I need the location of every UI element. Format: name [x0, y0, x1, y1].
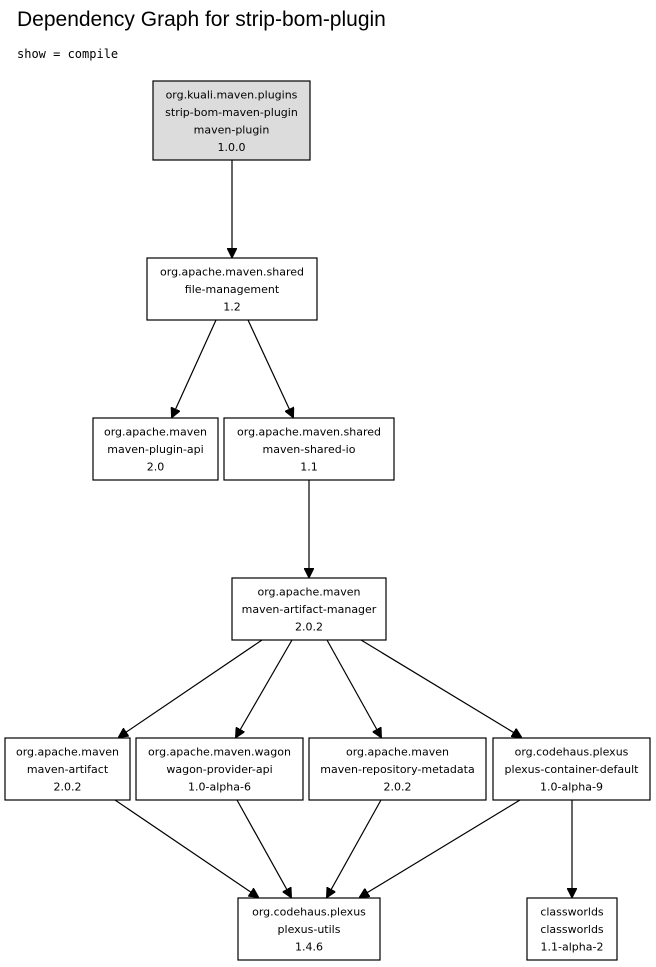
node-label-line: 2.0 [147, 461, 165, 474]
node-label-line: org.apache.maven.shared [237, 426, 381, 439]
node-label-line: org.codehaus.plexus [252, 906, 366, 919]
node-label-line: org.apache.maven [16, 746, 119, 759]
node-label-line: maven-plugin [194, 123, 270, 136]
scope-filter-label: show = compile [17, 47, 119, 61]
edge-plexus-container-default-to-plexus-utils [360, 799, 521, 897]
node-plexus-utils[interactable]: org.codehaus.plexus plexus-utils 1.4.6 [237, 897, 381, 961]
node-label-line: 1.1-alpha-2 [541, 941, 604, 954]
node-label-line: 1.0-alpha-6 [188, 781, 251, 794]
node-box [492, 737, 651, 801]
node-label-line: org.apache.maven.shared [160, 266, 304, 279]
node-label-line: maven-repository-metadata [320, 763, 474, 776]
node-box [231, 577, 387, 641]
node-plexus-container-default[interactable]: org.codehaus.plexus plexus-container-defa… [492, 737, 651, 801]
node-maven-shared-io[interactable]: org.apache.maven.shared maven-shared-io 1.… [223, 417, 395, 481]
edge-maven-artifact-to-plexus-utils [114, 799, 258, 897]
node-label-line: 1.2 [223, 301, 241, 314]
node-wagon-provider-api[interactable]: org.apache.maven.wagon wagon-provider-api… [135, 737, 304, 801]
node-classworlds[interactable]: classworlds classworlds 1.1-alpha-2 [526, 897, 618, 961]
node-label-line: 1.4.6 [295, 941, 323, 954]
node-box [135, 737, 304, 801]
node-label-line: strip-bom-maven-plugin [165, 106, 298, 119]
node-label-line: classworlds [540, 906, 604, 919]
node-label-line: 1.1 [300, 461, 318, 474]
node-label-line: file-management [185, 283, 280, 296]
node-box [92, 417, 219, 481]
node-box [237, 897, 381, 961]
edge-maven-artifact-manager-to-maven-repository-metadata [326, 639, 381, 737]
node-box [308, 737, 487, 801]
edge-file-management-to-maven-plugin-api [172, 319, 217, 417]
node-label-line: org.apache.maven [346, 746, 449, 759]
edge-maven-artifact-manager-to-plexus-container-default [360, 639, 521, 737]
node-label-line: 1.0.0 [218, 141, 246, 154]
node-maven-plugin-api[interactable]: org.apache.maven maven-plugin-api 2.0 [92, 417, 219, 481]
node-box [146, 257, 318, 321]
node-label-line: org.kuali.maven.plugins [166, 88, 298, 101]
node-label-line: maven-artifact-manager [242, 603, 377, 616]
node-label-line: 2.0.2 [384, 781, 412, 794]
node-box [223, 417, 395, 481]
node-label-line: org.apache.maven [258, 586, 361, 599]
node-box [526, 897, 618, 961]
edge-wagon-provider-api-to-plexus-utils [236, 799, 291, 897]
node-label-line: maven-shared-io [263, 443, 356, 456]
edge-file-management-to-maven-shared-io [247, 319, 293, 417]
node-file-management[interactable]: org.apache.maven.shared file-management 1.… [146, 257, 318, 321]
edge-maven-artifact-manager-to-maven-artifact [119, 639, 263, 737]
node-label-line: 1.0-alpha-9 [540, 781, 603, 794]
node-box [152, 80, 311, 161]
edge-maven-artifact-manager-to-wagon-provider-api [236, 639, 293, 737]
node-label-line: maven-artifact [27, 763, 109, 776]
page-title: Dependency Graph for strip-bom-plugin [17, 8, 386, 31]
edge-maven-repository-metadata-to-plexus-utils [327, 799, 382, 897]
nodes-layer: org.kuali.maven.plugins strip-bom-maven-p… [4, 80, 651, 961]
node-label-line: classworlds [540, 923, 604, 936]
node-label-line: org.codehaus.plexus [515, 746, 629, 759]
node-label-line: org.apache.maven.wagon [148, 746, 291, 759]
edges-layer [114, 160, 572, 897]
node-label-line: plexus-container-default [505, 763, 640, 776]
node-maven-artifact[interactable]: org.apache.maven maven-artifact 2.0.2 [4, 737, 131, 801]
node-label-line: 2.0.2 [295, 621, 323, 634]
node-label-line: wagon-provider-api [166, 763, 272, 776]
node-maven-repository-metadata[interactable]: org.apache.maven maven-repository-metadat… [308, 737, 487, 801]
node-box [4, 737, 131, 801]
node-label-line: 2.0.2 [54, 781, 82, 794]
node-maven-artifact-manager[interactable]: org.apache.maven maven-artifact-manager 2.… [231, 577, 387, 641]
node-label-line: plexus-utils [278, 923, 341, 936]
node-root[interactable]: org.kuali.maven.plugins strip-bom-maven-p… [152, 80, 311, 161]
node-label-line: maven-plugin-api [107, 443, 203, 456]
node-label-line: org.apache.maven [104, 426, 207, 439]
